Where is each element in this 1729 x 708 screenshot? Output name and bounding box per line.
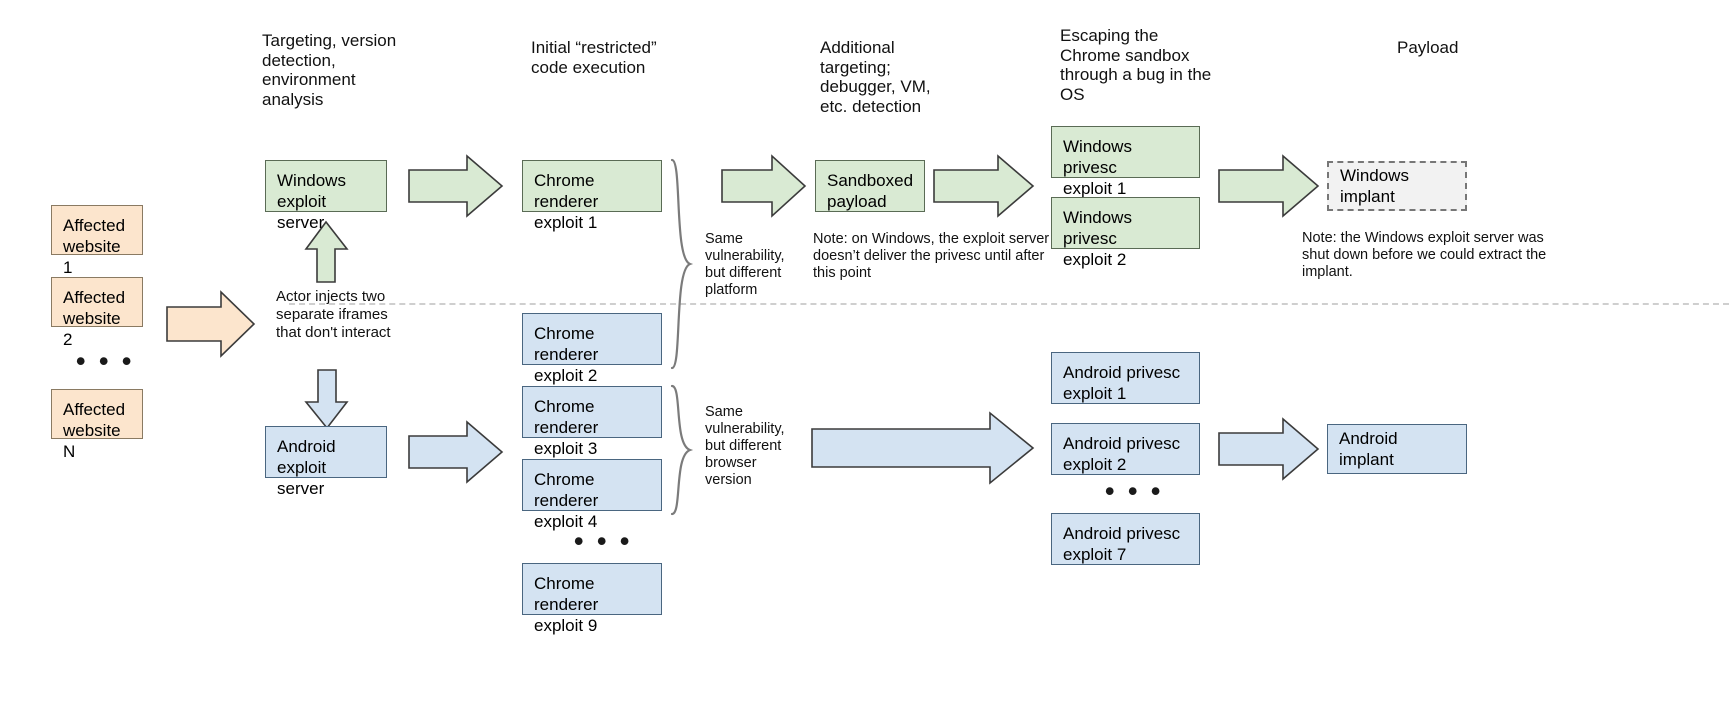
android-privesc-exploit-1: Android privesc exploit 1 [1051,352,1200,404]
websites-ellipsis: • • • [76,346,135,376]
arrow-up-to-windows-server [304,220,349,283]
brace-label-android: Same vulnerability, but different browse… [705,404,785,488]
affected-website-2: Affected website 2 [51,277,143,349]
arrow-windows-privesc-to-implant [1218,154,1320,218]
chrome-renderer-exploit-4: Chrome renderer exploit 4 [522,459,662,531]
affected-website-n: Affected website N [51,389,143,461]
arrow-android-server-to-renderers [408,420,504,484]
injection-caption: Actor injects two separate iframes that … [276,288,391,341]
windows-implant: Windows implant [1327,161,1467,211]
column-heading-additional: Additional targeting; debugger, VM, etc.… [820,38,931,116]
arrow-windows-server-to-renderer1 [408,154,504,218]
sandboxed-payload-note: Note: on Windows, the exploit server doe… [813,231,1050,281]
android-implant: Android implant [1327,424,1467,474]
arrow-websites-to-injection [166,290,256,358]
windows-privesc-exploit-1: Windows privesc exploit 1 [1051,126,1200,198]
affected-website-1: Affected website 1 [51,205,143,277]
branch-separator [289,303,1729,305]
brace-windows-branch [668,158,700,370]
brace-android-branch [668,384,700,516]
windows-exploit-server: Windows exploit server [265,160,387,232]
windows-privesc-exploit-2: Windows privesc exploit 2 [1051,197,1200,269]
column-heading-payload: Payload [1397,38,1459,57]
arrow-android-privesc-to-implant [1218,417,1320,481]
android-privesc-exploit-7: Android privesc exploit 7 [1051,513,1200,565]
chrome-renderer-exploit-2: Chrome renderer exploit 2 [522,313,662,385]
chrome-renderer-exploit-9: Chrome renderer exploit 9 [522,563,662,635]
chrome-renderer-exploit-3: Chrome renderer exploit 3 [522,386,662,458]
android-privesc-ellipsis: • • • [1105,476,1164,506]
android-exploit-server: Android exploit server [265,426,387,498]
arrow-down-to-android-server [304,369,349,430]
arrow-renderer-to-sandboxed-payload [721,154,807,218]
brace-label-windows: Same vulnerability, but different platfo… [705,231,785,298]
arrow-android-renderers-to-privesc [811,411,1035,485]
windows-implant-note: Note: the Windows exploit server was shu… [1302,230,1547,280]
chrome-renderer-exploit-1: Chrome renderer exploit 1 [522,160,662,232]
android-privesc-exploit-2: Android privesc exploit 2 [1051,423,1200,475]
column-heading-escaping: Escaping the Chrome sandbox through a bu… [1060,26,1212,104]
arrow-sandboxed-to-windows-privesc [933,154,1035,218]
column-heading-targeting: Targeting, version detection, environmen… [262,31,397,109]
sandboxed-payload: Sandboxed payload [815,160,925,212]
renderer-exploits-ellipsis: • • • [574,526,633,556]
column-heading-initial: Initial “restricted” code execution [531,38,657,77]
